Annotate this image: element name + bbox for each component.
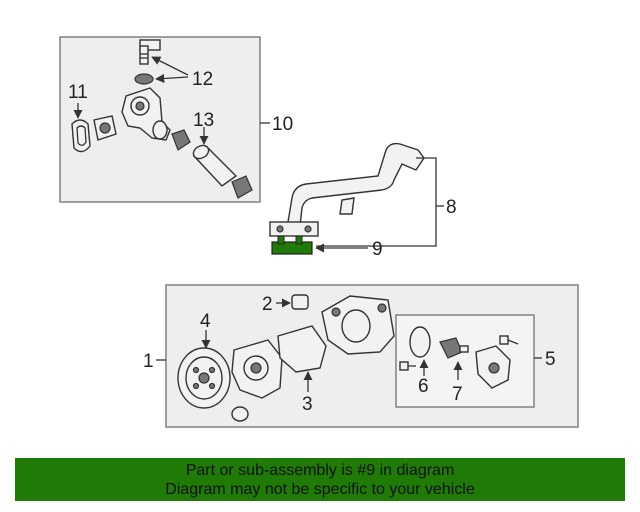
hose-clamp[interactable]: [171, 129, 191, 151]
hose-clamp-lower[interactable]: [231, 175, 253, 199]
callout-1[interactable]: 1: [143, 351, 154, 372]
info-banner: Part or sub-assembly is #9 in diagram Di…: [15, 458, 625, 501]
housing-bolt[interactable]: [399, 361, 416, 371]
thermostat-seal[interactable]: [93, 115, 117, 141]
thermostat-gasket[interactable]: [409, 326, 431, 358]
pump-seal-ring[interactable]: [231, 406, 249, 422]
callout-11[interactable]: 11: [68, 82, 88, 103]
thermostat[interactable]: [439, 337, 469, 359]
coolant-pipe[interactable]: [269, 142, 425, 237]
pump-pulley[interactable]: [177, 347, 231, 409]
callout-13[interactable]: 13: [193, 110, 214, 131]
thermostat-outlet[interactable]: [475, 345, 511, 389]
callout-7[interactable]: 7: [452, 384, 463, 405]
sealing-washer[interactable]: [134, 73, 154, 85]
pump-gasket[interactable]: [277, 325, 327, 373]
callout-3[interactable]: 3: [302, 394, 313, 415]
callout-9[interactable]: 9: [372, 239, 383, 260]
water-pump-assembly: 1 4 3 2: [143, 284, 579, 428]
sensor-bolt[interactable]: [139, 39, 161, 65]
highlighted-part-9[interactable]: [271, 235, 313, 255]
thermostat-housing-assembly: 10 12 11: [59, 36, 293, 203]
coolant-hose[interactable]: [191, 143, 238, 187]
small-gasket[interactable]: [291, 294, 309, 310]
callout-6[interactable]: 6: [418, 376, 429, 397]
callout-4[interactable]: 4: [200, 311, 211, 332]
callout-5[interactable]: 5: [545, 349, 556, 370]
banner-line-1: Part or sub-assembly is #9 in diagram: [185, 462, 455, 479]
banner-line-2: Diagram may not be specific to your vehi…: [165, 481, 475, 498]
parts-diagram: 10 12 11: [59, 36, 579, 428]
callout-12[interactable]: 12: [192, 69, 213, 90]
outlet-bolt[interactable]: [499, 335, 519, 345]
callout-8[interactable]: 8: [446, 197, 457, 218]
callout-2[interactable]: 2: [262, 294, 273, 315]
thermostat-housing[interactable]: [121, 87, 171, 141]
housing-gasket[interactable]: [71, 119, 91, 153]
pump-housing[interactable]: [321, 295, 395, 355]
callout-10[interactable]: 10: [272, 114, 293, 135]
water-pump-body[interactable]: [231, 339, 283, 399]
